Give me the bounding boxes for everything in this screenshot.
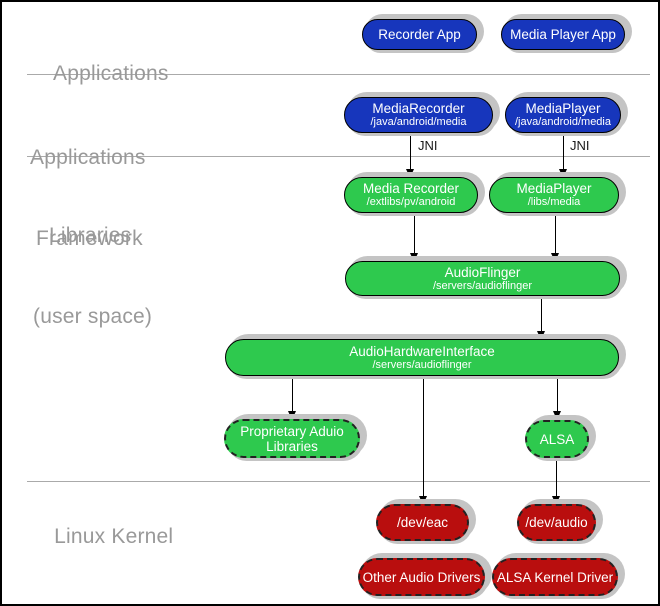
arrowhead-icon xyxy=(409,253,418,262)
divider-applications-framework xyxy=(27,74,650,75)
arrowhead-icon xyxy=(551,496,560,505)
node-audioflinger: AudioFlinger /servers/audioflinger xyxy=(345,261,620,296)
node-label: Recorder App xyxy=(378,27,461,42)
arrowhead-icon xyxy=(405,169,414,178)
arrowhead-icon xyxy=(287,411,296,420)
node-path: /java/android/media xyxy=(370,116,467,128)
node-path: /libs/media xyxy=(527,196,581,208)
node-label: Other Audio Drivers xyxy=(362,569,481,585)
node-label: AudioFlinger xyxy=(444,264,521,280)
node-label: Libraries xyxy=(266,438,318,454)
layer-label-text: Linux Kernel xyxy=(54,525,174,548)
jni-edge-label: JNI xyxy=(418,138,438,153)
edge-mediarecorder-jni xyxy=(405,133,414,178)
layer-label-applications: Applications xyxy=(30,33,169,114)
layer-label-applications-framework: Applications Framework xyxy=(30,90,146,306)
divider-framework-libraries xyxy=(27,156,650,157)
node-path: /servers/audioflinger xyxy=(372,358,472,371)
edge-audioflinger-ahi xyxy=(536,296,545,340)
node-path: /servers/audioflinger xyxy=(432,279,533,292)
node-mediarecorder-java: MediaRecorder /java/android/media xyxy=(344,97,493,133)
edge-mediaplayer-audioflinger xyxy=(550,213,559,262)
node-mediaplayer-java: MediaPlayer /java/android/media xyxy=(505,97,621,133)
node-proprietary-audio-libraries: Proprietary Aduio Libraries xyxy=(224,419,360,458)
jni-edge-label: JNI xyxy=(570,138,590,153)
edge-mediarecorder-audioflinger xyxy=(409,213,418,262)
edge-alsa-dev-audio xyxy=(551,458,560,505)
node-media-player-app: Media Player App xyxy=(501,19,625,50)
layer-label-linux-kernel: Linux Kernel xyxy=(30,496,173,577)
edge-ahi-alsa xyxy=(552,376,561,420)
edge-mediaplayer-jni xyxy=(558,133,567,178)
node-other-audio-drivers: Other Audio Drivers xyxy=(358,558,485,596)
node-label: MediaRecorder xyxy=(372,101,465,116)
node-dev-audio: /dev/audio xyxy=(517,504,596,541)
node-alsa: ALSA xyxy=(525,420,589,458)
layer-label-text: Applications xyxy=(30,146,146,169)
layer-label-text: Applications xyxy=(52,62,169,85)
node-label: Media Player App xyxy=(510,27,616,42)
node-path: /java/android/media xyxy=(514,116,611,128)
node-label: Media Recorder xyxy=(362,181,460,196)
node-label: MediaPlayer xyxy=(516,181,592,196)
layer-label-text: Framework xyxy=(36,227,143,250)
arrowhead-icon xyxy=(558,169,567,178)
node-label: AudioHardwareInterface xyxy=(349,343,495,359)
node-label: Proprietary Aduio xyxy=(240,423,344,439)
node-mediaplayer-native: MediaPlayer /libs/media xyxy=(489,177,619,213)
node-label: MediaPlayer xyxy=(525,101,601,116)
edge-ahi-dev-eac xyxy=(418,376,427,505)
node-label: ALSA xyxy=(539,431,575,447)
arrowhead-icon xyxy=(550,253,559,262)
node-alsa-kernel-driver: ALSA Kernel Driver xyxy=(492,558,618,596)
layer-label-text: Libraries xyxy=(49,224,132,247)
divider-libraries-kernel xyxy=(27,481,650,482)
arrowhead-icon xyxy=(418,496,427,505)
node-label: /dev/eac xyxy=(396,515,449,530)
arrowhead-icon xyxy=(552,411,561,420)
layer-label-text: (user space) xyxy=(33,305,153,328)
node-label: ALSA Kernel Driver xyxy=(496,569,614,585)
node-label: /dev/audio xyxy=(525,515,588,530)
node-media-recorder-native: Media Recorder /extlibs/pv/android xyxy=(344,177,478,213)
node-path: /extlibs/pv/android xyxy=(366,196,456,208)
node-audiohardwareinterface: AudioHardwareInterface /servers/audiofli… xyxy=(225,339,619,376)
node-dev-eac: /dev/eac xyxy=(376,504,469,541)
edge-ahi-proprietary xyxy=(287,376,296,420)
layer-label-libraries: Libraries (user space) xyxy=(33,168,152,384)
arrowhead-icon xyxy=(536,331,545,340)
node-recorder-app: Recorder App xyxy=(362,19,477,50)
